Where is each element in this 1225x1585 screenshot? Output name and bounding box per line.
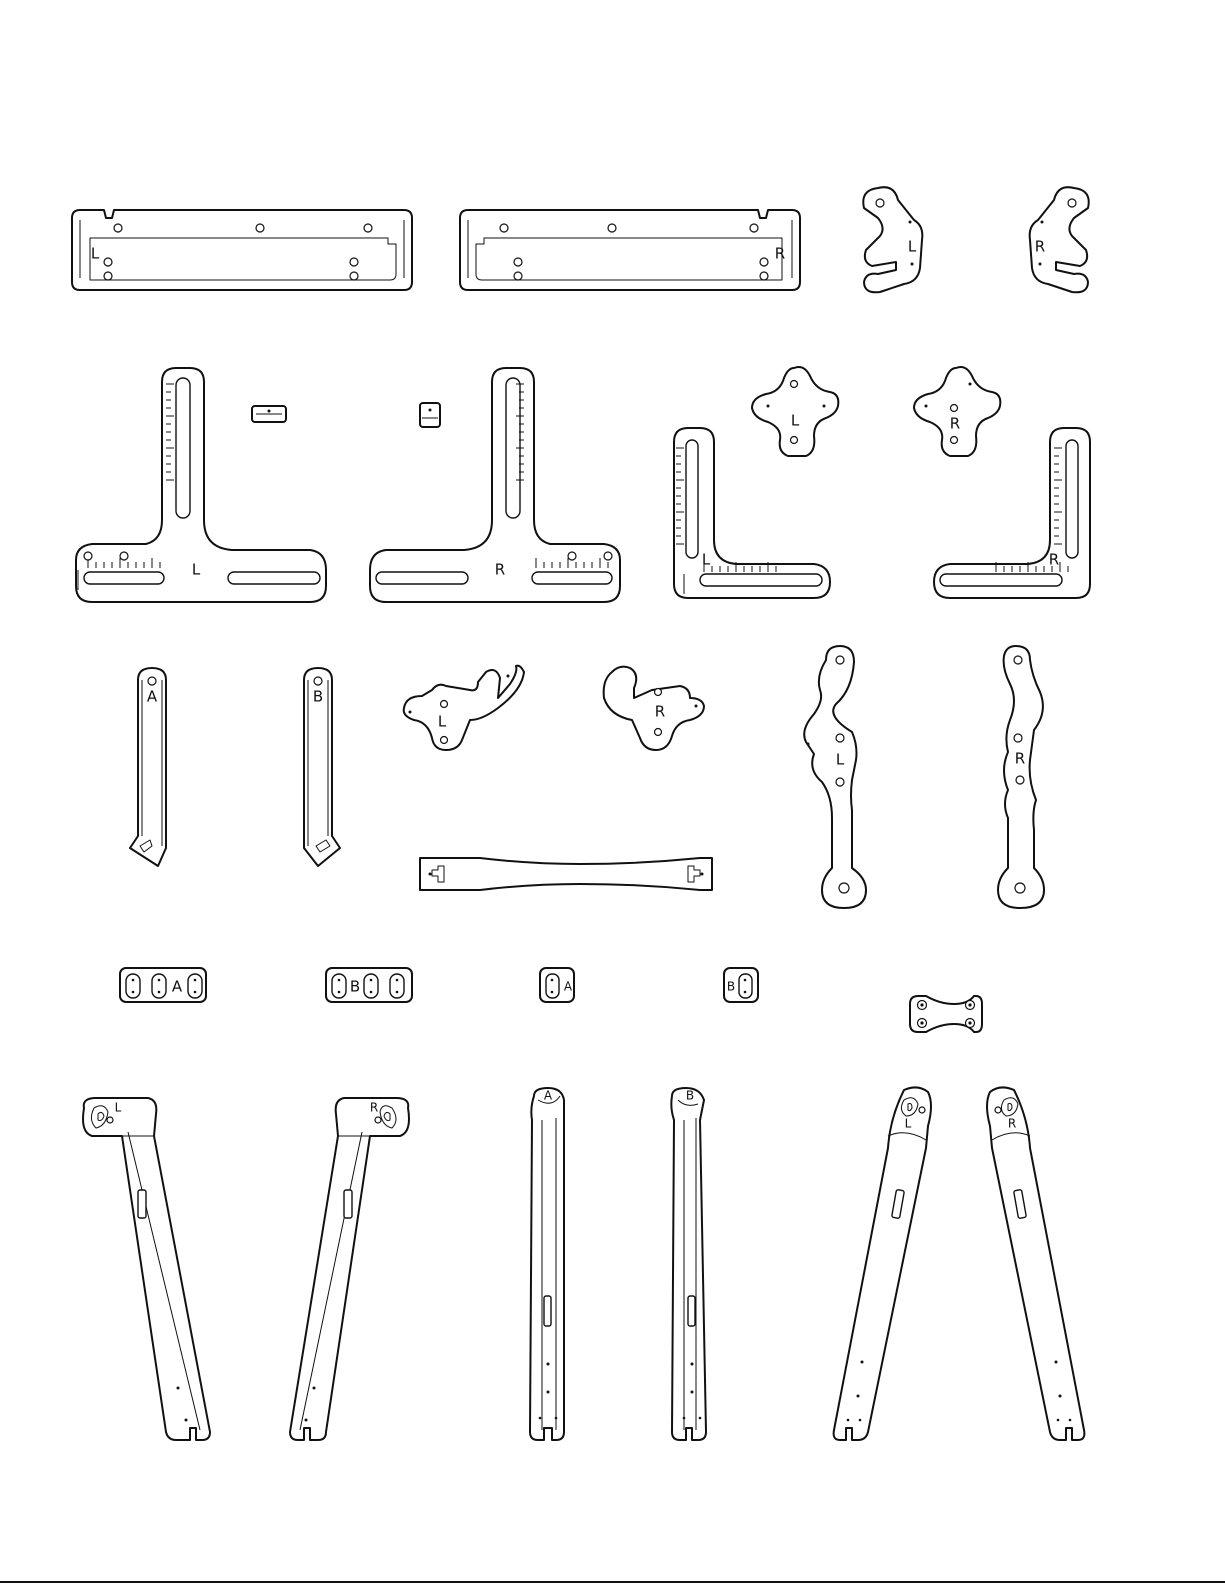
corner-square-left-label: L [702, 551, 711, 569]
leg-left-2: L [834, 1087, 931, 1440]
s-arm-right-label: R [1015, 750, 1025, 768]
key-small-vertical [420, 403, 440, 427]
block-single-b: B [724, 968, 758, 1002]
block-single-b-label: B [727, 980, 735, 994]
s-arm-left: L [804, 646, 866, 908]
leg-b: B [671, 1088, 706, 1440]
cross-plate-right: R [914, 367, 1000, 456]
hook-plate-right-label: R [655, 703, 665, 721]
leg-left-2-label: L [905, 1117, 912, 1131]
block-single-a-label: A [564, 980, 573, 994]
strap-b: B [304, 668, 340, 866]
crossbar [420, 858, 712, 890]
block-triple-b: B [326, 968, 412, 1002]
rail-right-label: R [775, 245, 785, 263]
block-triple-a-label: A [172, 978, 183, 996]
cross-plate-left: L [752, 367, 838, 456]
leg-a-label: A [544, 1089, 553, 1103]
block-triple-b-label: B [350, 978, 360, 996]
rail-left: L [72, 210, 412, 290]
tee-square-left: L [76, 368, 326, 602]
leg-right-label: R [370, 1101, 378, 1115]
leg-right-2: R [987, 1087, 1084, 1440]
s-arm-right: R [998, 646, 1044, 908]
hook-bracket-right-label: R [1035, 238, 1045, 256]
cross-plate-left-label: L [791, 412, 800, 430]
key-small-horizontal [252, 406, 286, 422]
corner-square-right-label: R [1049, 551, 1059, 569]
leg-left-label: L [115, 1101, 122, 1115]
rail-right: R [460, 210, 800, 290]
strap-b-label: B [313, 688, 323, 706]
strap-a-label: A [147, 688, 158, 706]
hook-plate-left: L [404, 666, 524, 750]
tee-square-left-label: L [192, 561, 201, 579]
block-single-a: A [540, 968, 574, 1002]
hook-plate-left-label: L [438, 713, 447, 731]
leg-right: R [290, 1098, 409, 1440]
hook-bracket-left: L [863, 187, 922, 292]
cross-plate-right-label: R [950, 415, 960, 433]
block-triple-a: A [120, 968, 206, 1002]
hook-bracket-right: R [1030, 187, 1089, 292]
leg-a: A [530, 1088, 564, 1440]
leg-left: L [83, 1098, 210, 1440]
leg-right-2-label: R [1008, 1117, 1016, 1131]
hook-bracket-left-label: L [908, 238, 917, 256]
connector-plate [910, 996, 982, 1032]
tee-square-right-label: R [495, 561, 505, 579]
hook-plate-right: R [604, 667, 704, 750]
tee-square-right: R [370, 368, 620, 602]
rail-left-label: L [91, 245, 100, 263]
s-arm-left-label: L [836, 751, 845, 769]
leg-b-label: B [686, 1089, 694, 1103]
strap-a: A [130, 668, 166, 866]
